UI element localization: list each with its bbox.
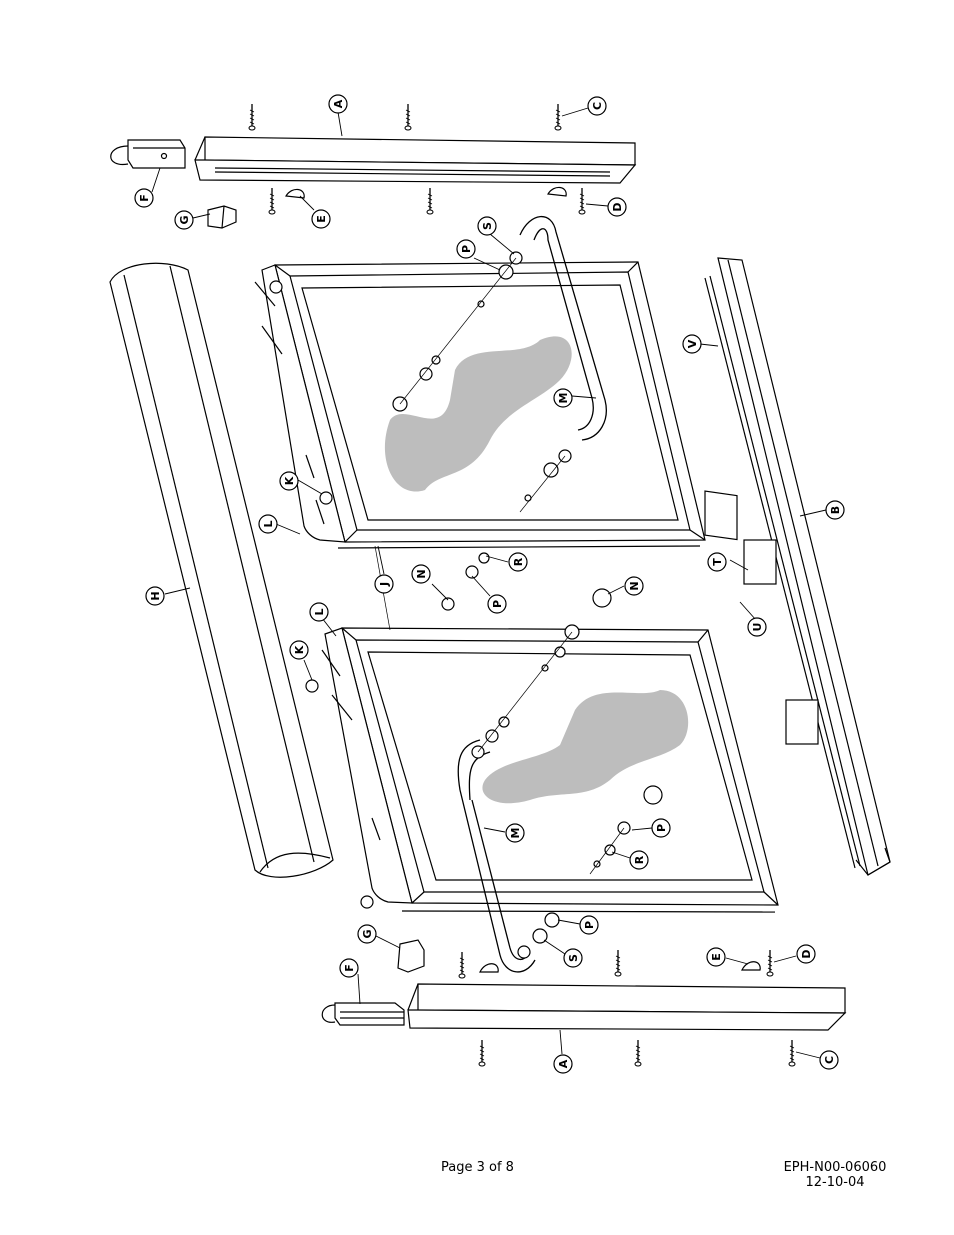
- svg-text:A: A: [557, 1059, 570, 1068]
- callout-F-top: F: [134, 188, 154, 208]
- svg-text:B: B: [829, 506, 842, 514]
- svg-text:D: D: [611, 202, 624, 211]
- callout-S-top: S: [477, 216, 497, 236]
- callout-A-top: A: [328, 94, 348, 114]
- callout-leaders: [151, 107, 827, 1059]
- callout-P-top: P: [456, 239, 476, 259]
- cap-bottom-right: [741, 961, 761, 971]
- callout-G-top: G: [174, 210, 194, 230]
- svg-text:F: F: [343, 964, 356, 972]
- document-info: EPH-N00-06060 12-10-04: [770, 1160, 900, 1190]
- top-rail: [194, 136, 637, 184]
- document-date: 12-10-04: [805, 1175, 865, 1190]
- callout-labels: A C F G E D S P M V B H K L J N R P T U …: [134, 94, 845, 1074]
- svg-text:G: G: [361, 929, 374, 938]
- callout-V: V: [682, 334, 702, 354]
- callout-N-right: N: [624, 576, 644, 596]
- bottom-rail: [407, 983, 847, 1031]
- svg-text:U: U: [751, 623, 764, 632]
- callout-L-top: L: [258, 514, 278, 534]
- callout-K-bot: K: [289, 640, 309, 660]
- page-number: Page 3 of 8: [441, 1160, 514, 1175]
- callout-P-mid: P: [487, 594, 507, 614]
- svg-text:F: F: [138, 194, 151, 202]
- callout-K-top: K: [279, 471, 299, 491]
- svg-text:M: M: [509, 828, 522, 839]
- callout-D-top: D: [607, 197, 627, 217]
- callout-E-top: E: [311, 209, 331, 229]
- svg-text:C: C: [591, 102, 604, 110]
- hinge-block-2: [743, 539, 777, 585]
- callout-T: T: [707, 552, 727, 572]
- svg-text:H: H: [149, 591, 162, 600]
- callout-R-bot: R: [629, 850, 649, 870]
- callout-H: H: [145, 586, 165, 606]
- bracket-top: [110, 139, 186, 169]
- clip-top: [207, 205, 237, 229]
- svg-text:P: P: [460, 245, 473, 253]
- svg-text:D: D: [800, 949, 813, 958]
- svg-text:E: E: [315, 215, 328, 223]
- svg-text:M: M: [557, 393, 570, 404]
- callout-M-top: M: [553, 388, 573, 408]
- callout-M-bot: M: [505, 823, 525, 843]
- svg-text:R: R: [633, 855, 646, 864]
- svg-text:E: E: [710, 953, 723, 961]
- hinge-block-1: [704, 490, 738, 541]
- svg-text:K: K: [293, 645, 306, 654]
- svg-text:S: S: [481, 222, 494, 230]
- svg-text:A: A: [332, 99, 345, 108]
- callout-N-left: N: [411, 564, 431, 584]
- svg-text:C: C: [823, 1056, 836, 1064]
- hinge-block-3: [785, 699, 819, 745]
- callout-R-mid: R: [508, 552, 528, 572]
- glass-reflection-top: [384, 336, 572, 492]
- svg-text:T: T: [711, 558, 724, 566]
- svg-text:R: R: [512, 557, 525, 566]
- callout-F-bot: F: [339, 958, 359, 978]
- svg-text:L: L: [313, 608, 326, 615]
- svg-text:N: N: [628, 581, 641, 590]
- svg-text:S: S: [567, 954, 580, 962]
- svg-text:J: J: [378, 582, 391, 587]
- callout-U: U: [747, 617, 767, 637]
- bracket-bottom: [321, 1002, 405, 1026]
- callout-S-low: S: [563, 948, 583, 968]
- svg-text:L: L: [262, 520, 275, 527]
- cap-bottom-left: [479, 963, 499, 973]
- handle-top: [519, 215, 607, 441]
- callout-J: J: [374, 574, 394, 594]
- callout-D-bot: D: [796, 944, 816, 964]
- glass-reflection-bottom: [482, 690, 689, 804]
- callout-C-top: C: [587, 96, 607, 116]
- callout-E-bot: E: [706, 947, 726, 967]
- cover-tube: [109, 262, 334, 878]
- svg-text:P: P: [491, 600, 504, 608]
- svg-text:P: P: [583, 921, 596, 929]
- svg-text:P: P: [655, 824, 668, 832]
- callout-P-low: P: [579, 915, 599, 935]
- callout-G-bot: G: [357, 924, 377, 944]
- svg-text:V: V: [686, 339, 699, 348]
- svg-text:N: N: [415, 569, 428, 578]
- callout-C-bot: C: [819, 1050, 839, 1070]
- hinge-rail: [704, 257, 891, 876]
- cap-top-right: [547, 186, 567, 197]
- clip-bottom: [397, 939, 425, 973]
- svg-text:K: K: [283, 476, 296, 485]
- cap-top-left: [285, 188, 305, 199]
- callout-L-bot: L: [309, 602, 329, 622]
- callout-A-bot: A: [553, 1054, 573, 1074]
- document-number: EPH-N00-06060: [783, 1160, 887, 1175]
- callout-B: B: [825, 500, 845, 520]
- svg-text:G: G: [178, 215, 191, 224]
- callout-P-bot: P: [651, 818, 671, 838]
